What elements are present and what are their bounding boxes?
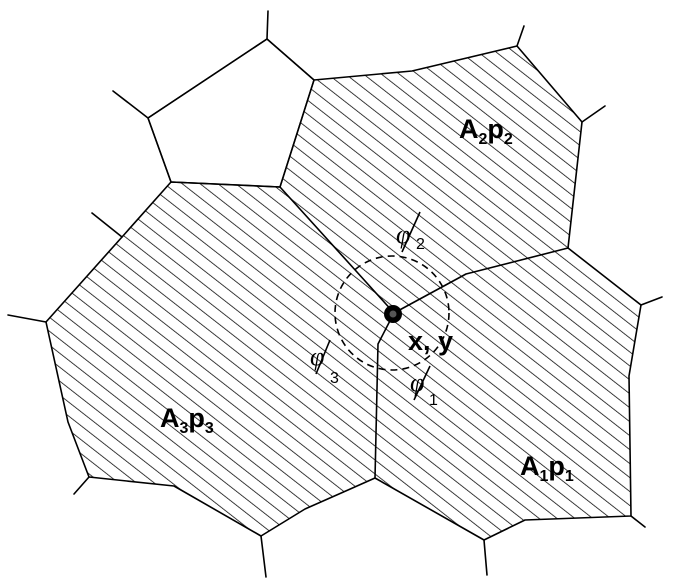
stub-edge <box>483 539 488 576</box>
stub-edge <box>73 476 90 495</box>
grain-3-label: A3p3 <box>160 403 214 437</box>
boundary-unhatched <box>147 38 315 183</box>
stub-edge <box>581 105 606 123</box>
svg-text:2: 2 <box>416 236 425 253</box>
svg-text:3: 3 <box>330 370 339 387</box>
boundary-grain-2 <box>279 45 583 314</box>
grain-3-region <box>46 182 394 536</box>
junction-point-center <box>389 310 397 318</box>
phi-3-label: φ 3 <box>310 339 339 387</box>
grain-1-label: A1p1 <box>520 451 574 485</box>
grain-2-region <box>280 46 582 313</box>
stub-edge <box>516 25 525 47</box>
stub-edge <box>7 314 47 323</box>
phi-2-label: φ 2 <box>396 211 425 253</box>
stub-edge <box>640 296 663 306</box>
stub-edge <box>91 212 123 238</box>
junction-label: x, y <box>408 326 453 356</box>
svg-text:φ: φ <box>396 220 410 249</box>
junction-dashed-circle <box>334 255 450 371</box>
svg-text:φ: φ <box>410 368 424 397</box>
stub-edge <box>260 535 267 578</box>
stub-edge <box>630 515 646 528</box>
svg-text:1: 1 <box>429 392 438 409</box>
grain-2-label: A2p2 <box>459 114 513 148</box>
stub-edge <box>112 90 149 119</box>
phi-1-label: φ 1 <box>410 365 438 409</box>
boundary-grain-1 <box>374 247 642 541</box>
svg-text:φ: φ <box>310 342 324 371</box>
grain-1-region <box>375 248 641 540</box>
stub-edge <box>266 10 269 40</box>
